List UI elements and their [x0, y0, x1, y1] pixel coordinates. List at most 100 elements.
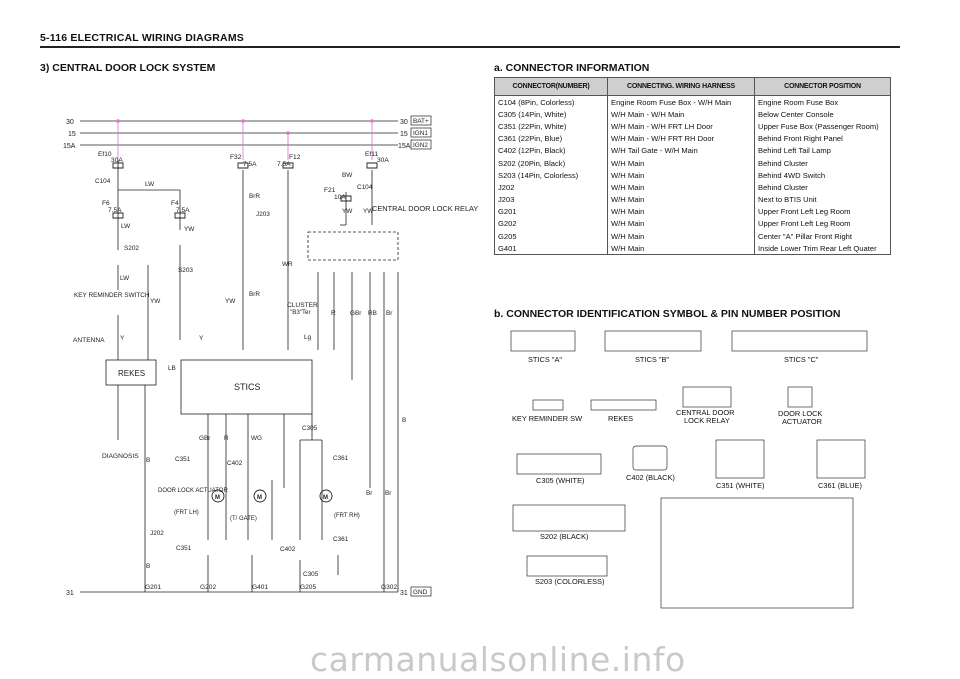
svg-text:B: B — [402, 417, 406, 424]
actuator-frt-rh-label: (FRT RH) — [334, 513, 360, 519]
svg-text:B: B — [146, 563, 150, 570]
svg-text:Br: Br — [366, 490, 373, 497]
table-header-row: CONNECTOR(NUMBER) CONNECTING. WIRING HAR… — [494, 77, 891, 96]
svg-text:G205: G205 — [300, 584, 316, 591]
cell-position: Upper Fuse Box (Passenger Room) — [754, 120, 891, 133]
column-header-harness: CONNECTING. WIRING HARNESS — [607, 77, 755, 96]
svg-text:7.5A: 7.5A — [243, 161, 257, 168]
antenna-label: ANTENNA — [73, 337, 105, 344]
svg-text:GBr: GBr — [199, 435, 211, 442]
svg-text:C402: C402 — [227, 460, 243, 467]
svg-text:F32: F32 — [230, 154, 242, 161]
page-header: 5-116 ELECTRICAL WIRING DIAGRAMS — [40, 32, 244, 44]
svg-text:G302: G302 — [381, 584, 397, 591]
svg-text:C104: C104 — [95, 178, 111, 185]
key-reminder-switch-label: KEY REMINDER SWITCH — [74, 292, 150, 299]
rail-label-31: 31 — [66, 590, 74, 597]
label-c351: C351 (WHITE) — [716, 481, 765, 490]
svg-text:7.5A: 7.5A — [108, 207, 122, 214]
svg-text:R: R — [224, 435, 229, 442]
tag-gnd: GND — [413, 589, 428, 596]
svg-text:Br: Br — [386, 310, 393, 317]
svg-text:C305: C305 — [302, 425, 318, 432]
cell-position: Behind Cluster — [754, 181, 891, 194]
cell-position: Upper Front Left Leg Room — [754, 217, 891, 231]
rekes-module-label: REKES — [118, 369, 145, 378]
cell-position: Engine Room Fuse Box — [754, 95, 891, 109]
svg-text:M: M — [257, 495, 262, 501]
svg-text:C351: C351 — [176, 545, 192, 552]
cell-position: Below Center Console — [754, 108, 891, 121]
svg-text:Ef10: Ef10 — [98, 151, 112, 158]
svg-text:B: B — [146, 457, 150, 464]
rail-label-15-right: 15 — [400, 131, 408, 138]
stics-module-label: STICS — [234, 382, 261, 392]
svg-text:C305: C305 — [303, 571, 319, 578]
svg-text:G201: G201 — [145, 584, 161, 591]
cluster-sub-label: "B3"Ter — [290, 309, 311, 316]
svg-text:J202: J202 — [150, 530, 164, 537]
svg-text:Ef11: Ef11 — [365, 151, 378, 158]
svg-text:LW: LW — [145, 181, 155, 188]
table-row: C361 (22Pin, Blue)W/H Main - W/H FRT RH … — [494, 132, 891, 145]
label-central-relay-2: LOCK RELAY — [684, 416, 730, 425]
column-header-position: CONNECTOR POSITION — [754, 77, 891, 96]
table-row: C402 (12Pin, Black)W/H Tail Gate - W/H M… — [494, 144, 891, 157]
label-c305: C305 (WHITE) — [536, 476, 585, 485]
actuator-label: DOOR LOCK ACTUATOR — [158, 488, 228, 494]
cell-position: Upper Front Left Leg Room — [754, 205, 891, 218]
svg-text:WR: WR — [282, 261, 293, 268]
label-s202: S202 (BLACK) — [540, 532, 589, 541]
svg-text:G401: G401 — [252, 584, 268, 591]
svg-text:F12: F12 — [289, 154, 301, 161]
header-rule — [40, 46, 900, 48]
cluster-label: CLUSTER — [287, 302, 318, 309]
label-door-actuator-2: ACTUATOR — [782, 417, 822, 426]
cell-position: Behind 4WD Switch — [754, 169, 891, 182]
svg-text:YW: YW — [150, 298, 161, 305]
label-stics-b: STICS "B" — [635, 355, 669, 364]
connector-info-table: CONNECTOR(NUMBER) CONNECTING. WIRING HAR… — [494, 77, 891, 256]
svg-text:7.5A: 7.5A — [277, 161, 291, 168]
relay-label: CENTRAL DOOR LOCK RELAY — [372, 204, 478, 213]
svg-text:S202: S202 — [124, 245, 139, 252]
label-key-reminder: KEY REMINDER SW — [512, 414, 583, 423]
svg-text:30A: 30A — [111, 157, 123, 164]
table-row: C104 (8Pin, Colorless)Engine Room Fuse B… — [494, 95, 891, 109]
cell-position: Center "A" Pillar Front Right — [754, 230, 891, 243]
svg-text:C104: C104 — [357, 184, 373, 191]
svg-text:YW: YW — [225, 298, 236, 305]
svg-text:Br: Br — [385, 490, 392, 497]
svg-text:C361: C361 — [333, 536, 349, 543]
watermark: carmanualsonline.info — [310, 640, 686, 679]
svg-text:R: R — [331, 310, 336, 317]
svg-text:M: M — [215, 495, 220, 501]
svg-text:M: M — [323, 495, 328, 501]
column-header-connector: CONNECTOR(NUMBER) — [494, 77, 608, 96]
label-stics-a: STICS "A" — [528, 355, 562, 364]
svg-text:30A: 30A — [377, 157, 389, 164]
svg-text:LB: LB — [168, 365, 176, 372]
svg-text:GBr: GBr — [350, 310, 362, 317]
cell-position: Behind Left Tail Lamp — [754, 144, 891, 157]
svg-text:LW: LW — [121, 223, 131, 230]
section-title-connector-symbols: b. CONNECTOR IDENTIFICATION SYMBOL & PIN… — [494, 308, 841, 320]
svg-text:10A: 10A — [334, 194, 346, 201]
rail-label-15: 15 — [68, 131, 76, 138]
rail-label-30-right: 30 — [400, 119, 408, 126]
label-door-actuator-1: DOOR LOCK — [778, 409, 823, 418]
label-central-relay-1: CENTRAL DOOR — [676, 408, 735, 417]
svg-text:Lg: Lg — [304, 334, 312, 341]
label-s203: S203 (COLORLESS) — [535, 577, 605, 586]
svg-text:J203: J203 — [256, 211, 270, 218]
label-c402: C402 (BLACK) — [626, 473, 675, 482]
svg-text:G202: G202 — [200, 584, 216, 591]
